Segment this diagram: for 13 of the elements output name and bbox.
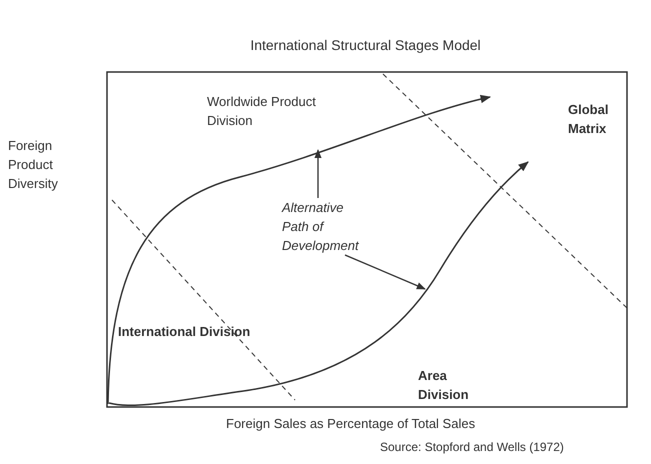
region-label: Area Division [418,367,470,404]
axis-label: Foreign Product Diversity [8,137,59,193]
curved-arrow [107,95,492,404]
chart-title: International Structural Stages Model [249,36,482,55]
source-caption: Source: Stopford and Wells (1972) [380,439,565,456]
region-label: Worldwide Product Division [207,93,317,130]
region-label: Global Matrix [568,101,610,138]
region-label: International Division [118,323,252,341]
curved-arrow [108,161,529,406]
leader-arrow [344,254,426,290]
callout-text: Alternative Path of Development [282,198,364,255]
leader-arrow [314,149,322,198]
axis-label: Foreign Sales as Percentage of Total Sales [226,415,476,433]
